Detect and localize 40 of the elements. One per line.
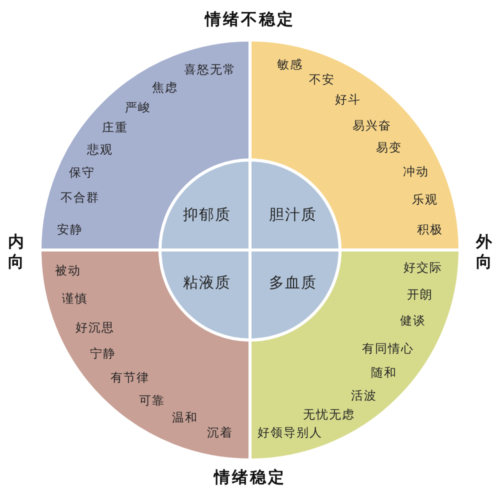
trait-label: 喜怒无常	[184, 62, 236, 78]
trait-label: 乐观	[412, 192, 438, 208]
trait-label: 有同情心	[362, 340, 414, 358]
axis-label: 情绪稳定	[214, 468, 286, 488]
trait-label: 宁静	[90, 346, 116, 362]
trait-label: 活波	[351, 388, 377, 404]
temperament-label: 粘液质	[183, 274, 231, 292]
trait-label: 温和	[172, 410, 198, 426]
trait-label: 焦虑	[152, 80, 178, 96]
trait-label: 好沉思	[76, 320, 114, 336]
trait-label: 不安	[309, 72, 335, 88]
trait-label: 健谈	[400, 312, 426, 330]
axis-label: 情绪不稳定	[205, 10, 295, 30]
trait-label: 易兴奋	[352, 118, 392, 134]
trait-label: 易变	[376, 140, 402, 156]
trait-label: 庄重	[102, 120, 128, 136]
trait-label: 冲动	[403, 164, 429, 180]
axis-label: 外向	[475, 232, 493, 272]
trait-label: 谨慎	[62, 290, 88, 308]
trait-label: 开朗	[407, 286, 433, 304]
trait-label: 无忧无虑	[303, 406, 355, 424]
temperament-label: 抑郁质	[183, 206, 231, 224]
trait-label: 不合群	[60, 190, 100, 206]
temperament-label: 多血质	[269, 274, 317, 292]
trait-label: 随和	[371, 364, 397, 382]
trait-label: 保守	[69, 164, 95, 182]
axis-label: 内向	[7, 232, 25, 272]
trait-label: 被动	[55, 262, 81, 280]
trait-label: 好斗	[335, 92, 361, 108]
trait-label: 严峻	[125, 100, 151, 116]
trait-label: 好领导别人	[258, 424, 322, 442]
trait-label: 悲观	[87, 142, 113, 158]
trait-label: 好交际	[404, 260, 442, 276]
trait-label: 沉着	[207, 424, 233, 442]
trait-label: 敏感	[277, 56, 303, 74]
trait-label: 安静	[57, 222, 83, 238]
trait-label: 积极	[417, 222, 443, 238]
trait-label: 可靠	[139, 392, 165, 410]
trait-label: 有节律	[110, 370, 150, 386]
temperament-label: 胆汁质	[269, 206, 317, 224]
